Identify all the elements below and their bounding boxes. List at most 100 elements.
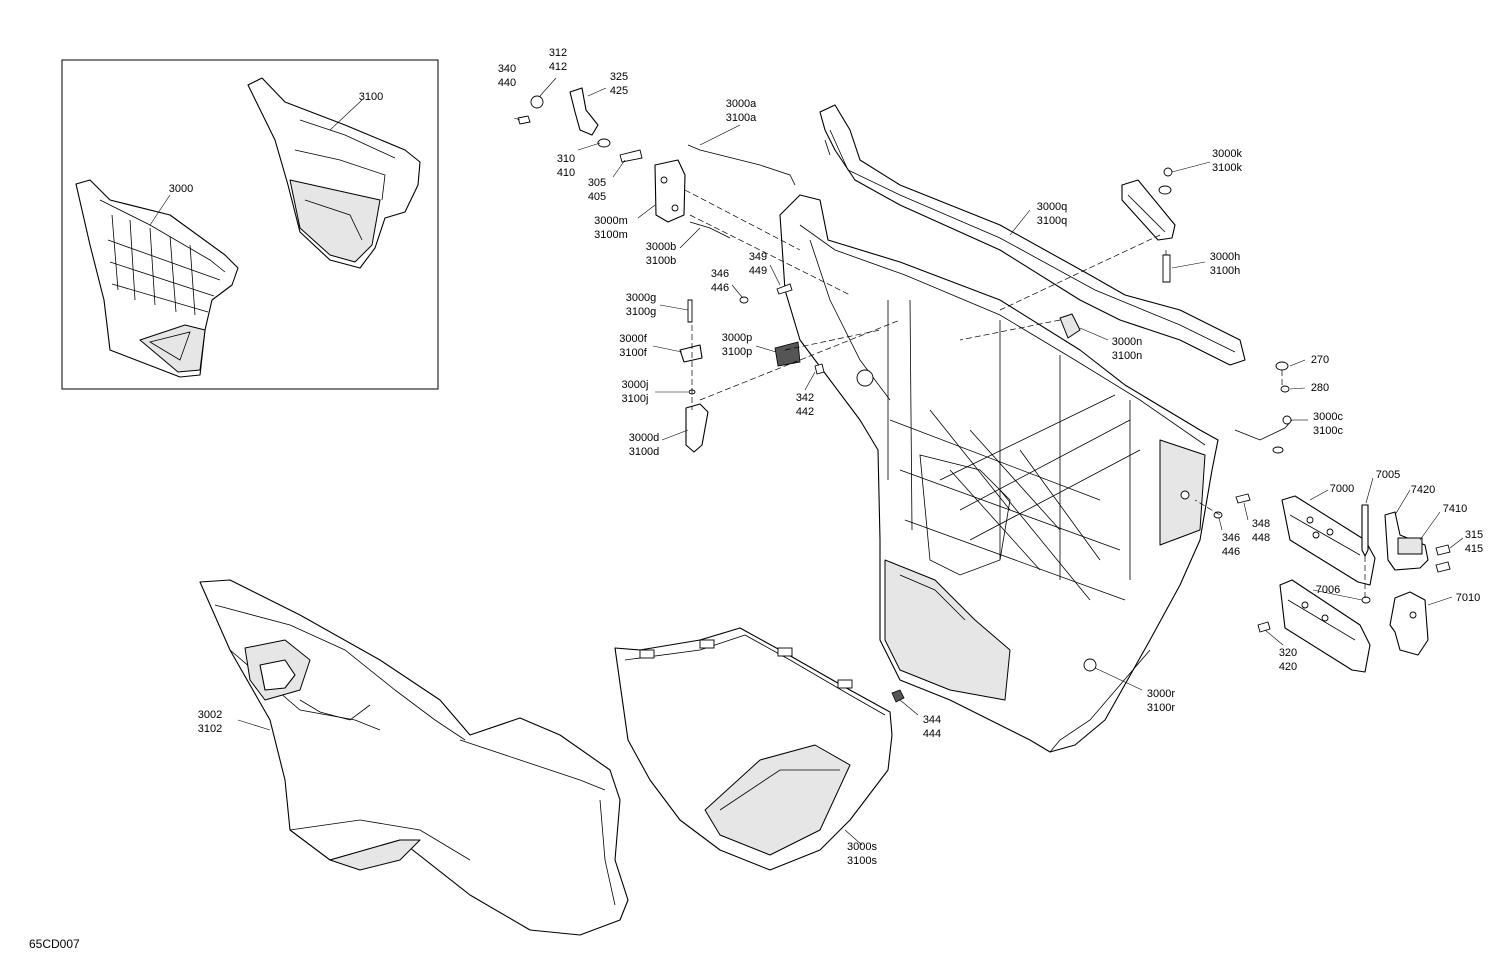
callout-line: 449 [749,265,767,277]
callout-line: 7010 [1456,592,1480,604]
callout-line: 3102 [198,723,222,735]
callout-line: 7005 [1376,469,1400,481]
callout-line: 3100h [1210,265,1241,277]
callout-line: 7420 [1411,484,1435,496]
callout-line: 3100f [619,347,647,359]
lower-panel-3002 [199,579,629,936]
callout-line: 412 [549,61,567,73]
callout-line: 3100p [722,346,753,358]
callout-line: 3000c [1313,411,1343,423]
callout-line: 3000f [619,333,647,345]
callout-line: 346 [1222,532,1240,544]
callout-line: 446 [711,282,729,294]
callout-line: 3000s [847,841,877,853]
inset-door-panel-3100 [247,77,421,269]
upper-hinge-7000 [1281,495,1376,586]
callout-3000g-3100g: 3000g 3100g [626,292,657,318]
callout-line: 425 [610,85,628,97]
callout-3000n-3100n: 3000n 3100n [1112,336,1143,362]
callout-line: 3100m [594,229,628,241]
callout-7010: 7010 [1456,592,1480,604]
assembly-lines [684,189,1366,600]
callout-line: 3000 [169,183,193,195]
callout-line: 3100b [646,255,677,267]
inset-door-frame-3000 [75,179,239,378]
top-rail-3000q [819,104,1246,366]
callout-line: 3000g [626,292,657,304]
callout-line: 320 [1279,647,1297,659]
callout-line: 446 [1222,546,1240,558]
callout-line: 415 [1465,543,1483,555]
callout-line: 3100j [622,393,649,405]
callout-3000j-3100j: 3000j 3100j [622,379,649,405]
inner-panel-3000s [614,627,893,871]
callout-line: 440 [498,77,516,89]
callout-280: 280 [1311,382,1329,394]
callout-line: 420 [1279,661,1297,673]
callout-line: 3000j [622,379,649,391]
hardware-parts [517,87,1451,703]
door-frame-3000r [779,194,1219,753]
callout-line: 315 [1465,529,1483,541]
callout-line: 3000r [1147,688,1175,700]
diagram-code: 65CD007 [29,937,80,951]
callout-3000m-3100m: 3000m 3100m [594,215,628,241]
callout-3000: 3000 [169,183,193,195]
callout-line: 3000q [1037,201,1068,213]
callout-3000s-3100s: 3000s 3100s [847,841,877,867]
callout-3000q-3100q: 3000q 3100q [1037,201,1068,227]
callout-line: 3100n [1112,350,1143,362]
callout-line: 7000 [1330,483,1354,495]
callout-line: 3000m [594,215,628,227]
callout-line: 312 [549,47,567,59]
callout-270: 270 [1311,354,1329,366]
callout-line: 344 [923,714,941,726]
callout-line: 349 [749,251,767,263]
callout-line: 3100q [1037,215,1068,227]
callout-7410: 7410 [1443,503,1467,515]
callout-line: 3100d [629,446,660,458]
callout-line: 3000d [629,432,660,444]
callout-line: 7410 [1443,503,1467,515]
callout-7005: 7005 [1376,469,1400,481]
hinge-plate-7010 [1389,591,1429,656]
callout-line: 3000n [1112,336,1143,348]
callout-line: 3100g [626,306,657,318]
callout-3100: 3100 [359,91,383,103]
callout-line: 342 [796,392,814,404]
callout-line: 444 [923,728,941,740]
callout-7420: 7420 [1411,484,1435,496]
callout-line: 7006 [1316,584,1340,596]
leader-lines [149,77,1464,846]
callout-line: 3100s [847,855,877,867]
callout-7006: 7006 [1316,584,1340,596]
callout-3000f-3100f: 3000f 3100f [619,333,647,359]
callout-3000d-3100d: 3000d 3100d [629,432,660,458]
callout-line: 442 [796,406,814,418]
hinge-plate-7410 [1384,511,1429,571]
lower-hinge-7010-bracket [1279,579,1371,673]
callout-line: 3100 [359,91,383,103]
callout-line: 3000a [726,98,757,110]
callout-line: 3000k [1212,148,1242,160]
